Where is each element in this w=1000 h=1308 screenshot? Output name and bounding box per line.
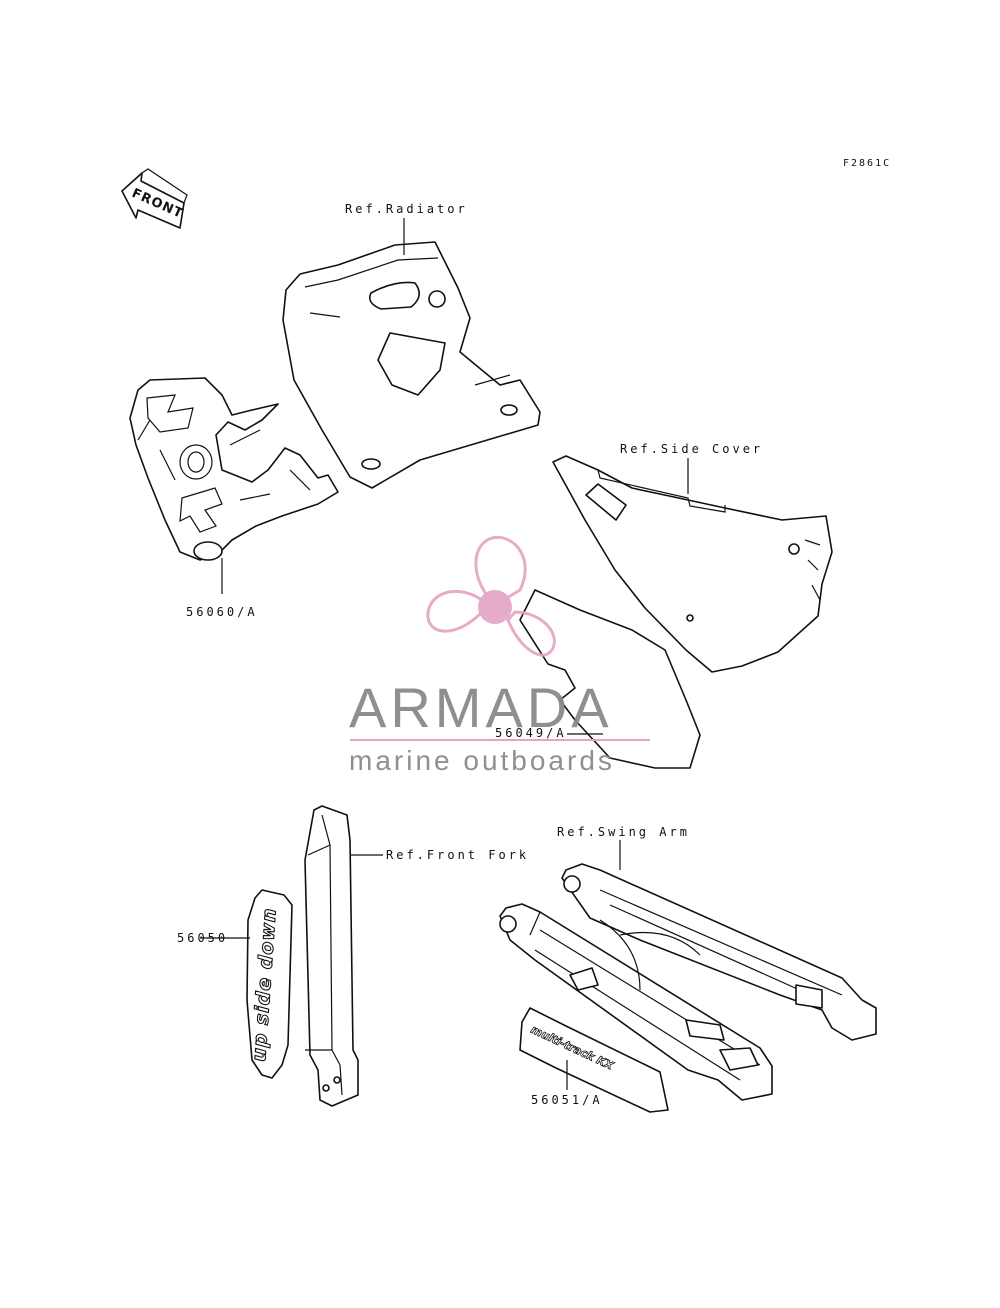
label-56050: 56050 [177, 931, 228, 945]
label-56060: 56060/A [186, 605, 258, 619]
label-56051: 56051/A [531, 1093, 603, 1107]
watermark-subtitle: marine outboards [349, 745, 615, 776]
figure-code: F2861C [843, 158, 891, 169]
label-ref-front-fork: Ref.Front Fork [386, 848, 529, 862]
front-arrow-icon: FRONT [121, 168, 188, 229]
decal-56049 [519, 589, 701, 769]
label-ref-radiator: Ref.Radiator [345, 202, 468, 216]
watermark-divider [350, 739, 650, 741]
label-ref-side-cover: Ref.Side Cover [620, 442, 763, 456]
watermark: ARMADA marine outboards [349, 535, 650, 776]
side-cover [552, 455, 833, 673]
propeller-logo [426, 535, 556, 657]
decal-56050: up side down [246, 889, 293, 1079]
label-ref-swing-arm: Ref.Swing Arm [557, 825, 690, 839]
decal-56060 [129, 377, 339, 561]
label-56049: 56049/A [495, 726, 567, 740]
front-fork-guard [304, 805, 359, 1107]
swing-arm [499, 863, 877, 1101]
radiator-shroud [282, 241, 541, 489]
watermark-title: ARMADA [349, 676, 613, 739]
